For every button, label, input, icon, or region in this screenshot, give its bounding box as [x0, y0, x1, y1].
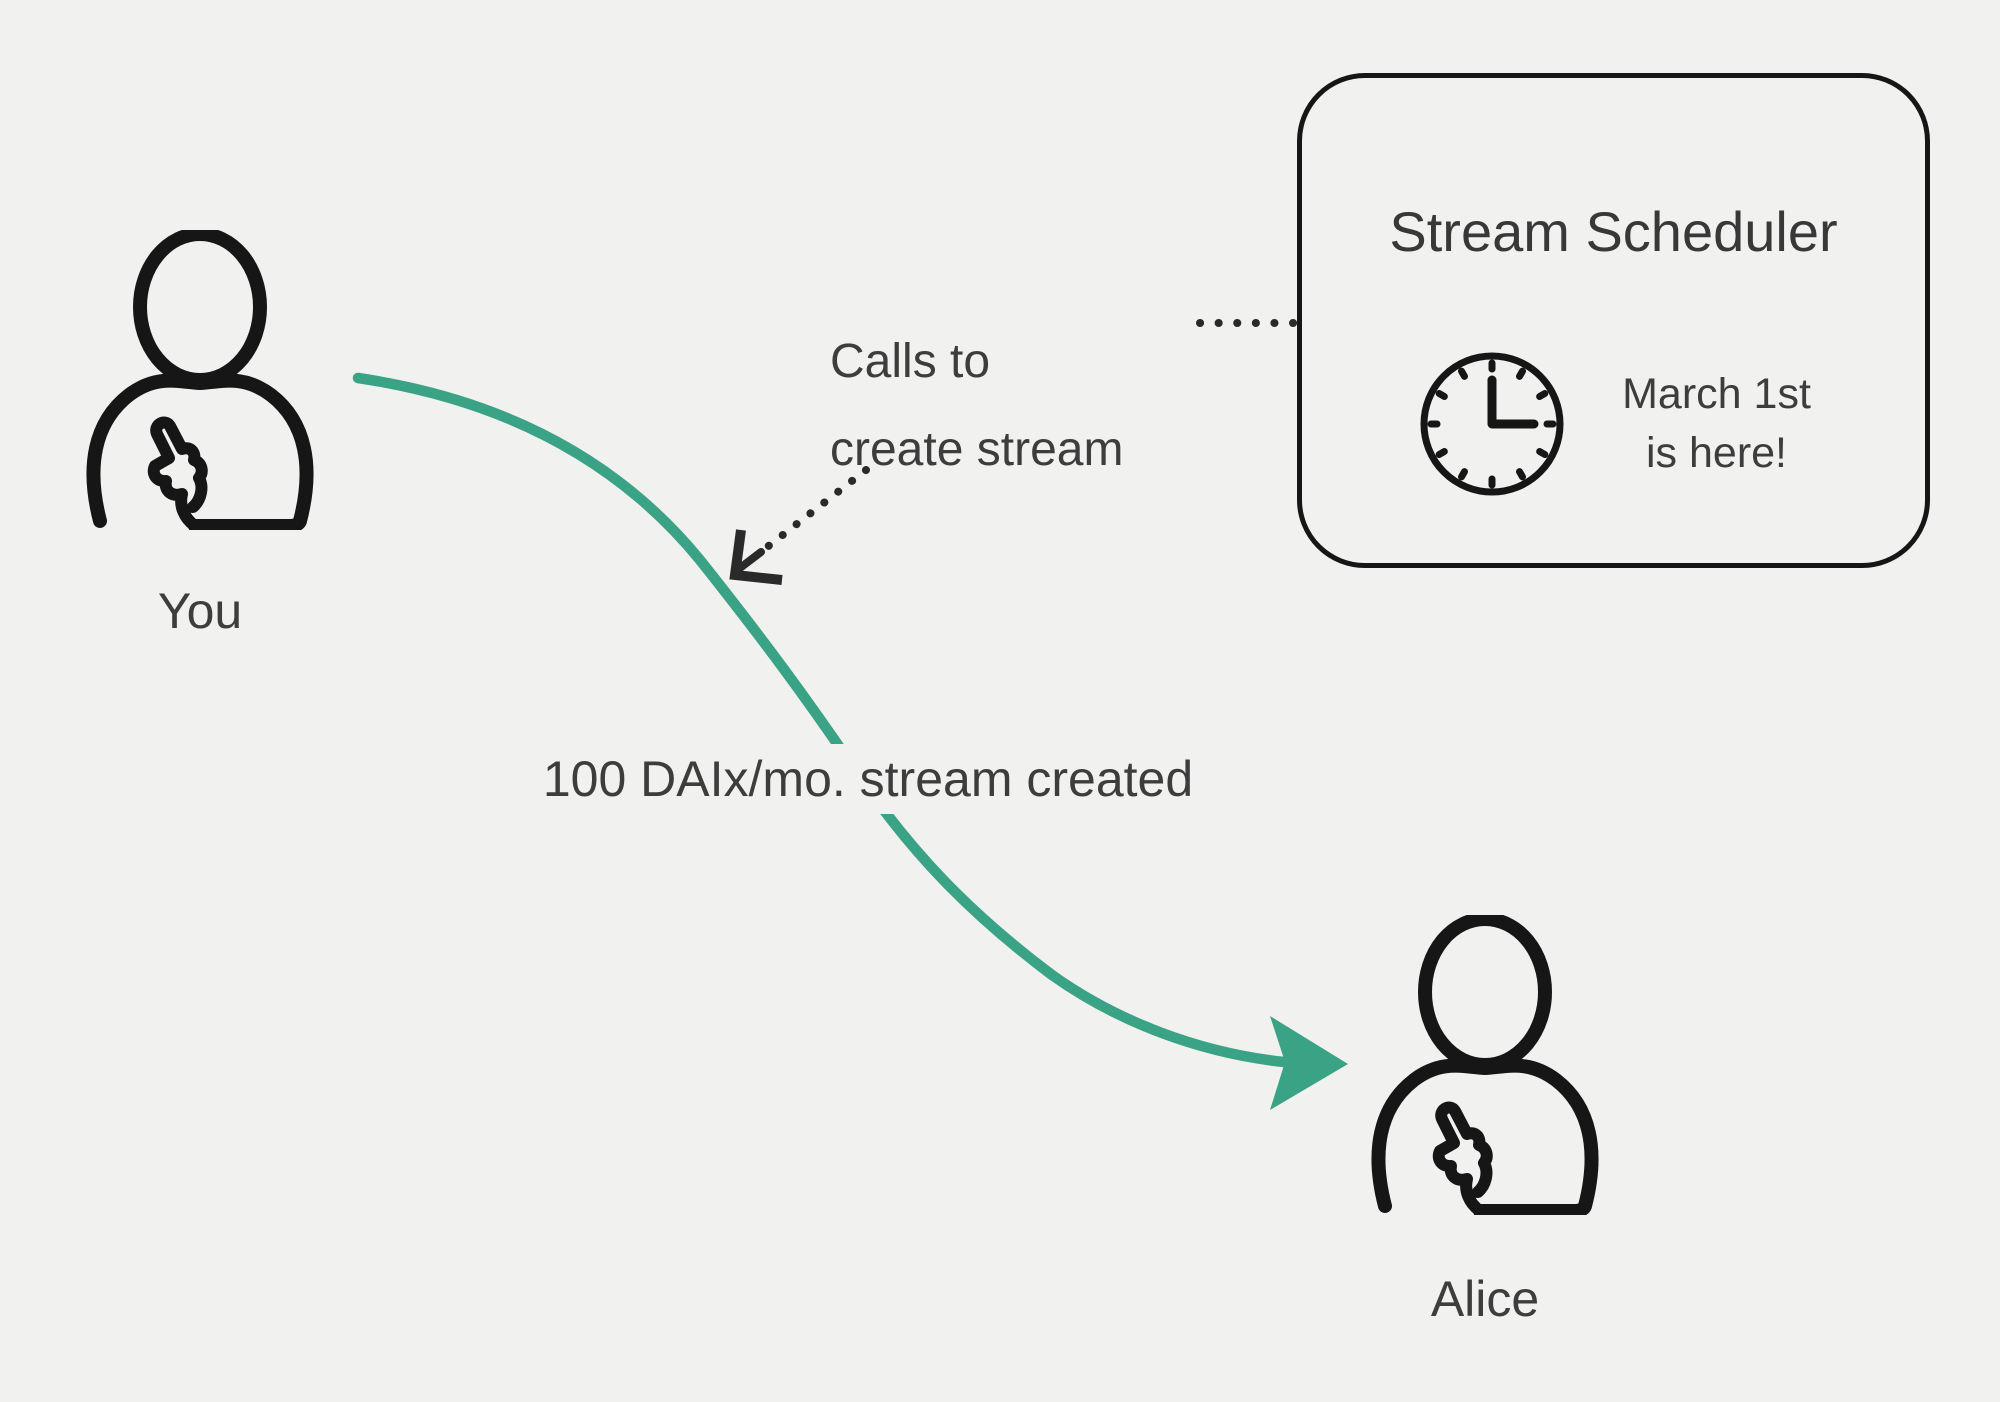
clock-face — [1420, 352, 1564, 496]
you-label: You — [157, 583, 243, 639]
stream-amount-label: 100 DAIx/mo. stream created — [524, 744, 1212, 814]
calls-arrowhead — [729, 529, 783, 585]
calls-annotation-line2: create stream — [830, 423, 1124, 476]
scheduler-content: March 1st is here! — [1416, 348, 1811, 500]
person-body — [86, 373, 314, 530]
person-hand — [147, 416, 208, 530]
person-body — [1371, 1058, 1599, 1215]
scheduler-note-line1: March 1st — [1622, 370, 1811, 418]
stream-arrow-curve — [352, 372, 1290, 1068]
person-icon-alice — [1371, 915, 1599, 1215]
clock-icon — [1420, 352, 1564, 496]
clock-ticks — [1427, 359, 1557, 489]
calls-annotation-line1: Calls to — [830, 335, 991, 388]
stream-arrowhead — [1270, 1016, 1348, 1110]
person-head — [133, 230, 267, 387]
calls-arrow-stub — [736, 548, 765, 572]
scheduler-note-line2: is here! — [1645, 429, 1787, 477]
scheduler-note: March 1st is here! — [1622, 365, 1811, 483]
stream-scheduler-box: Stream Scheduler — [1297, 73, 1930, 568]
person-head — [1418, 915, 1552, 1072]
alice-label: Alice — [1430, 1271, 1540, 1327]
person-hand — [1432, 1101, 1493, 1215]
calls-annotation: Calls to create stream — [830, 318, 1123, 494]
clock-hands — [1487, 375, 1539, 429]
scheduler-title: Stream Scheduler — [1389, 200, 1838, 263]
person-icon-you — [86, 230, 314, 530]
